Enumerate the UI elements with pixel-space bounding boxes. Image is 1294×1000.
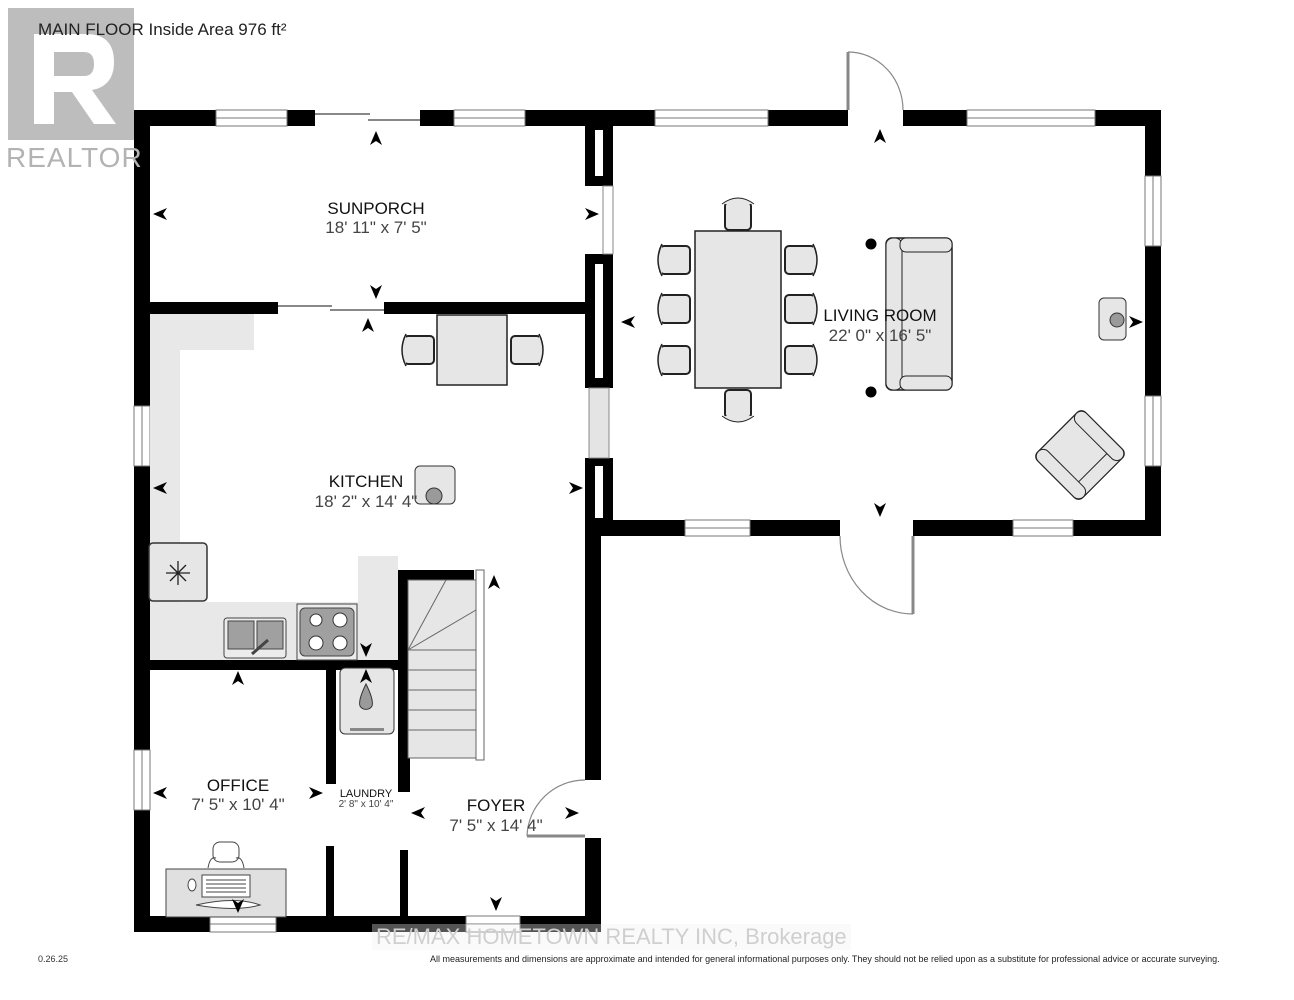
armchair-icon: [1035, 410, 1125, 500]
door-swing-icon: [526, 51, 915, 838]
direction-arrow-icon: [153, 129, 1143, 913]
room-dims-foyer: 7' 5" x 14' 4": [449, 816, 543, 835]
room-dims-office: 7' 5" x 10' 4": [191, 795, 285, 814]
window-icon: [133, 109, 1162, 933]
version-label: 0.26.25: [38, 954, 69, 964]
room-label-office: OFFICE: [206, 776, 270, 795]
refrigerator-snowflake-icon: [148, 542, 208, 602]
room-dims-laundry: 2' 8" x 10' 4": [338, 799, 394, 810]
water-heater-drop-icon: [339, 667, 395, 735]
stairs-icon: [407, 569, 485, 761]
dining-table-icon: [657, 197, 818, 423]
room-label-kitchen: KITCHEN: [328, 472, 404, 491]
dining-chair-icon: [721, 197, 755, 231]
office-desk-icon: [165, 868, 287, 918]
lamp-icon: [865, 238, 877, 250]
room-label-foyer: FOYER: [466, 796, 526, 815]
sliding-door-icon: [278, 113, 420, 311]
floor-title: MAIN FLOOR Inside Area 976 ft²: [38, 20, 287, 39]
realtor-logo: [8, 8, 134, 140]
realtor-text: REALTOR: [6, 142, 143, 173]
fireplace-stove-icon: [1098, 297, 1127, 341]
fireplace-stove-icon: [414, 465, 456, 505]
disclaimer-text: All measurements and dimensions are appr…: [430, 954, 1220, 964]
walls: [134, 110, 1161, 932]
room-label-living-room: LIVING ROOM: [823, 306, 937, 325]
brokerage-watermark: RE/MAX HOMETOWN REALTY INC, Brokerage: [372, 924, 851, 950]
sofa-icon: [885, 237, 953, 391]
room-dims-kitchen: 18' 2" x 14' 4": [314, 492, 418, 511]
bistro-table-icon: [401, 314, 544, 386]
dining-chair-icon: [721, 389, 755, 423]
room-dims-living-room: 22' 0" x 16' 5": [828, 326, 932, 345]
realtor-r-logo-icon: [34, 34, 116, 124]
lamp-icon: [865, 386, 877, 398]
double-sink-icon: [223, 617, 287, 659]
room-label-laundry: LAUNDRY: [339, 788, 393, 800]
cooktop-icon: [296, 603, 358, 661]
room-dims-sunporch: 18' 11" x 7' 5": [325, 218, 427, 237]
office-chair-icon: [207, 841, 245, 869]
room-label-sunporch: SUNPORCH: [327, 199, 425, 218]
